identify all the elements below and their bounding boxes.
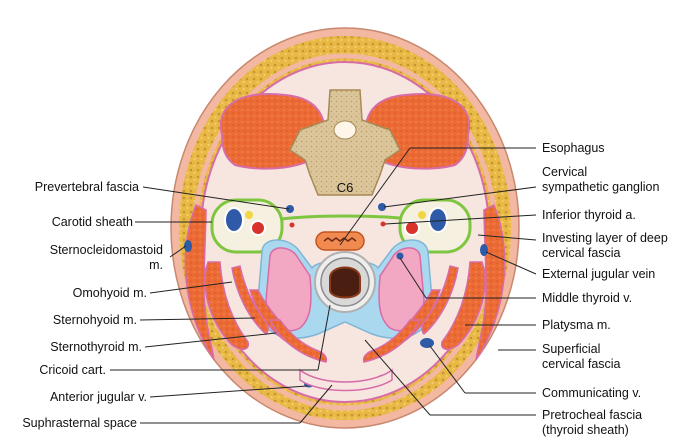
label-pretracheal-fascia-line1: Pretrocheal fascia <box>542 408 643 422</box>
label-prevertebral-fascia: Prevertebral fascia <box>34 180 139 194</box>
label-cervical-ganglion-line1: Cervical <box>542 165 588 179</box>
label-investing-layer-line2: cervical fascia <box>542 246 621 260</box>
label-external-jugular: External jugular vein <box>542 267 656 281</box>
internal-jugular-left <box>224 207 244 233</box>
vagus-left <box>245 211 253 219</box>
middle-thyroid-vein-dot <box>396 252 404 260</box>
sternothyroid-left <box>268 319 328 363</box>
label-inferior-thyroid-a: Inferior thyroid a. <box>542 208 636 222</box>
sternocleidomastoid-right <box>440 261 486 350</box>
sternothyroid-right <box>362 319 422 363</box>
label-sternothyroid: Sternothyroid m. <box>50 340 142 354</box>
label-anterior-jugular: Anterior jugular v. <box>49 390 147 404</box>
carotid-artery-left <box>250 220 266 236</box>
label-superficial-fascia-line2: cervical fascia <box>542 357 621 371</box>
label-middle-thyroid-v: Middle thyroid v. <box>542 291 633 305</box>
label-sternocleidomastoid: Sternocleidomastoid m. <box>50 243 163 273</box>
label-platysma: Platysma m. <box>542 318 611 332</box>
label-esophagus: Esophagus <box>542 141 605 155</box>
communicating-vein-dot <box>420 338 434 348</box>
platysma-right <box>475 203 506 361</box>
label-suprasternal-space: Suphrasternal space <box>22 416 137 430</box>
external-jugular-right-dot <box>480 244 488 256</box>
label-sternocleidomastoid-line1: Sternocleidomastoid <box>49 243 163 257</box>
label-sternocleidomastoid-line2: m. <box>149 258 163 272</box>
platysma-left <box>184 203 215 361</box>
carotid-artery-right <box>404 220 420 236</box>
label-pretracheal-fascia-line2: (thyroid sheath) <box>542 423 629 437</box>
omohyoid-right <box>421 265 459 336</box>
suprasternal-space <box>299 368 393 392</box>
label-superficial-fascia: Superficial cervical fascia <box>542 342 621 372</box>
label-cervical-ganglion-line2: sympathetic ganglion <box>542 180 660 194</box>
label-sternohyoid: Sternohyoid m. <box>52 313 137 327</box>
label-cricoid-cart: Cricoid cart. <box>39 363 106 377</box>
label-cervical-ganglion: Cervical sympathetic ganglion <box>542 165 659 195</box>
label-omohyoid: Omohyoid m. <box>72 286 147 300</box>
leader-lines-right <box>339 147 537 416</box>
label-communicating-v: Communicating v. <box>542 386 642 400</box>
vagus-right <box>418 211 426 219</box>
spinal-canal <box>333 120 357 140</box>
label-carotid-sheath: Carotid sheath <box>51 215 133 229</box>
sympathetic-ganglion-right <box>378 203 386 211</box>
c6-vertebra <box>289 89 401 196</box>
label-pretracheal-fascia: Pretrocheal fascia (thyroid sheath) <box>542 408 642 438</box>
leader-lines-left <box>110 186 333 424</box>
esophagus-lumen <box>323 237 357 242</box>
inferior-thyroid-artery-right <box>380 221 386 227</box>
sympathetic-ganglion-left <box>286 205 294 213</box>
label-investing-layer-line1: Investing layer of deep <box>542 231 668 245</box>
label-superficial-fascia-line1: Superficial <box>542 342 601 356</box>
airway-lumen <box>329 266 361 299</box>
external-jugular-left-dot <box>184 240 192 252</box>
vertebra-label: C6 <box>337 180 354 195</box>
omohyoid-left <box>231 265 269 336</box>
inferior-thyroid-artery-left <box>289 222 295 228</box>
label-investing-layer: Investing layer of deep cervical fascia <box>542 231 668 261</box>
